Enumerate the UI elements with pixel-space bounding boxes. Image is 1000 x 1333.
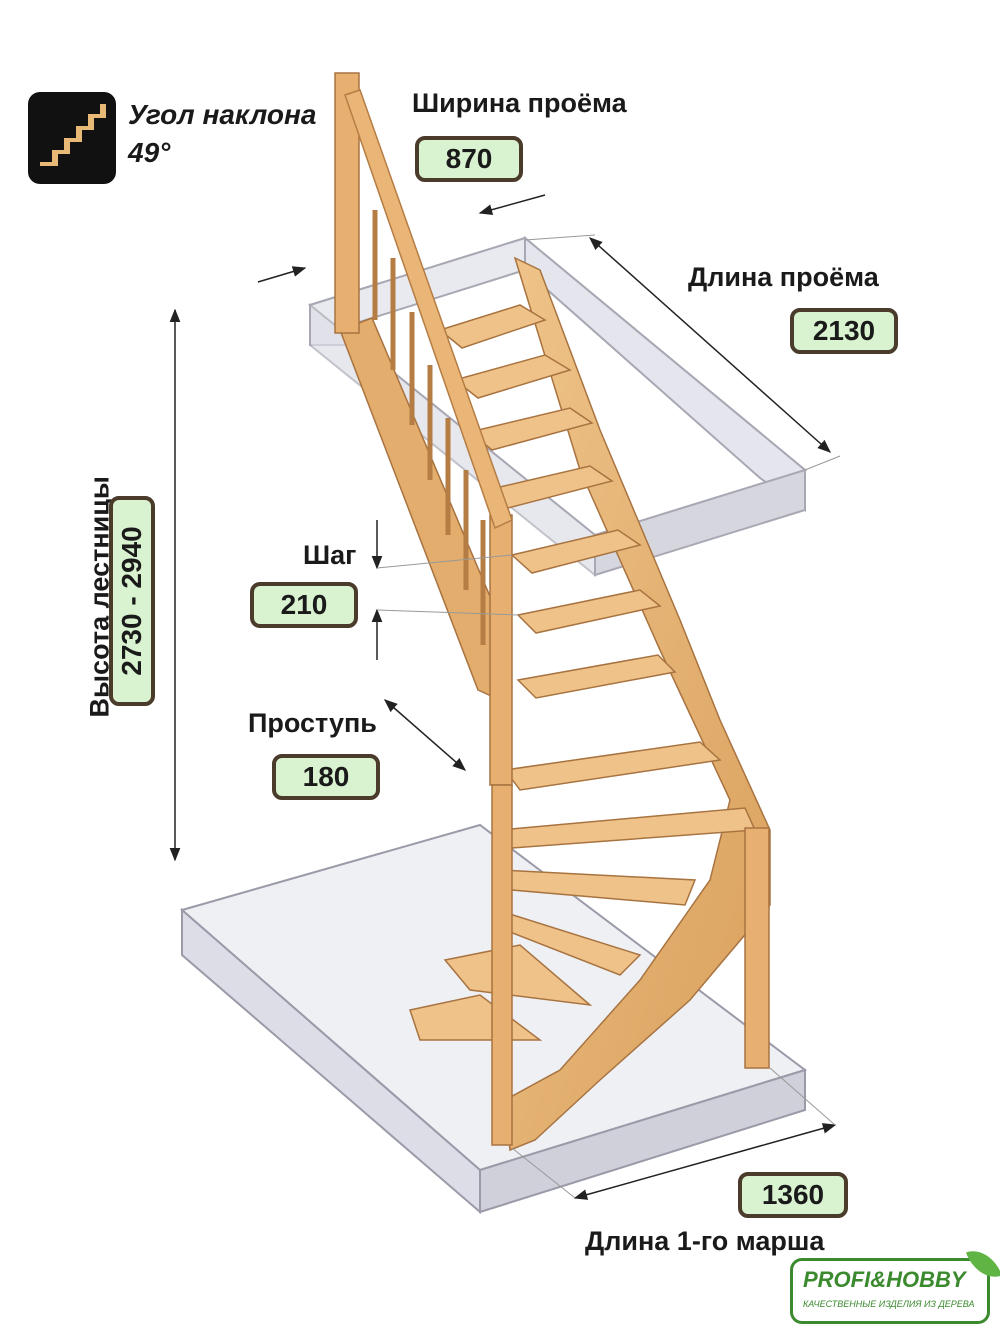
- angle-value: 49°: [128, 137, 171, 168]
- first-flight-label: Длина 1-го марша: [585, 1226, 825, 1256]
- opening-width-arrow: [478, 194, 546, 215]
- tread-value: 180: [272, 754, 380, 800]
- dimension-lines: [169, 194, 841, 1200]
- opening-length-value: 2130: [790, 308, 898, 354]
- treads: [409, 304, 757, 1041]
- tread-arrow: [383, 699, 467, 771]
- brand-logo-name: PROFI&HOBBY: [803, 1267, 966, 1292]
- angle-label: Угол наклона: [128, 99, 317, 130]
- opening-width-label: Ширина проёма: [412, 88, 627, 118]
- angle-steps-icon: [28, 92, 116, 184]
- opening-width-arrow-left: [257, 266, 307, 283]
- first-flight-value: 1360: [738, 1172, 848, 1218]
- height-value: 2730 - 2940: [109, 496, 155, 706]
- opening-length-arrow: [588, 237, 832, 453]
- tread-label: Проступь: [248, 708, 377, 738]
- brand-logo: PROFI&HOBBY КАЧЕСТВЕННЫЕ ИЗДЕЛИЯ ИЗ ДЕРЕ…: [790, 1243, 1000, 1324]
- brand-logo-tagline: КАЧЕСТВЕННЫЕ ИЗДЕЛИЯ ИЗ ДЕРЕВА: [803, 1299, 975, 1309]
- step-value: 210: [250, 582, 358, 628]
- first-flight-arrow: [573, 1123, 837, 1200]
- opening-length-label: Длина проёма: [688, 262, 879, 292]
- opening-width-value: 870: [415, 136, 523, 182]
- step-label: Шаг: [303, 540, 357, 570]
- angle-label-block: Угол наклона 49°: [128, 96, 316, 172]
- handrail: [344, 89, 513, 645]
